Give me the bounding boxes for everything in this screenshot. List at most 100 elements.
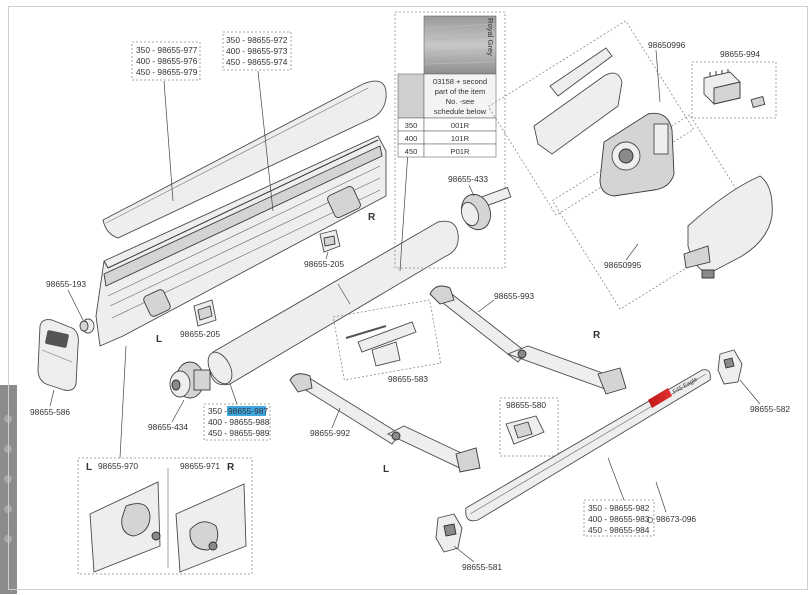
exploded-view-drawing: 350 - 98655-977 400 - 98655-976 450 - 98… [8, 6, 808, 590]
small-parts-box [691, 61, 777, 119]
fabric-header-line-2: part of the item [435, 87, 486, 96]
cover-top-part [533, 47, 623, 155]
rail-400-label: 400 - 98655-983 [588, 514, 650, 524]
cover-bottom-label: 98650995 [604, 260, 642, 270]
drive-spool-part [169, 361, 211, 399]
rail-350-label: 350 - 98655-982 [588, 503, 650, 513]
cover-bottom-leader [625, 243, 639, 261]
end-cap-l-part [89, 481, 161, 573]
cover-top-box [487, 20, 695, 216]
arm-bracket-box [332, 299, 442, 381]
search-highlight [227, 406, 266, 416]
roller-tube-350-code-highlighted[interactable]: 98655-987 [228, 406, 268, 416]
left-end-cap-part [37, 319, 79, 391]
cover-top-label: 98650996 [648, 40, 686, 50]
fabric-color-name: Royal Grey [486, 18, 495, 56]
fabric-table-corner [397, 73, 425, 119]
arm-joint-label: 98655-580 [506, 400, 546, 410]
rail-connector-leader [655, 481, 667, 513]
housing-350-label: 350 - 98655-972 [226, 35, 288, 45]
rail-end-left-leader [453, 545, 475, 563]
end-plug-leader [67, 289, 84, 321]
housing-label-box [222, 31, 292, 71]
fabric-header-line-4: schedule below [434, 107, 487, 116]
left-end-cap-leader [49, 389, 55, 407]
fabric-header-line-3: No. -see [446, 97, 475, 106]
rail-leader [607, 457, 625, 501]
roller-cover-label-box [131, 41, 201, 81]
fabric-header-line-1: 03158 + second [433, 77, 487, 86]
end-cap-r-part [175, 483, 247, 573]
side-marker-l-mid: L [156, 334, 162, 345]
drive-head-leader [468, 184, 475, 197]
arm-left-leader [331, 407, 341, 429]
fabric-row-code: 101R [451, 134, 470, 143]
side-marker-r-top: R [368, 212, 376, 223]
end-cap-group-box [77, 457, 253, 575]
fabric-label-box [394, 11, 506, 269]
rail-connector-label: 98673-096 [656, 514, 696, 524]
side-marker-r-mid: R [593, 330, 601, 341]
small-parts-label: 98655-994 [720, 49, 760, 59]
end-cap-group-r-marker: R [227, 462, 235, 473]
roller-cover-400-label: 400 - 98655-976 [136, 56, 198, 66]
side-marker-l-bottom: L [383, 464, 389, 475]
motor-unit-part [599, 112, 675, 197]
arm-joint-box [499, 397, 559, 457]
drive-spool-leader [171, 399, 185, 423]
rail-end-right-part [717, 349, 743, 385]
rail-end-right-label: 98655-582 [750, 404, 790, 414]
fabric-row-size: 400 [405, 134, 418, 143]
page-border [8, 6, 808, 590]
roller-tube-450-label: 450 - 98655-989 [208, 428, 270, 438]
fabric-row-size: 450 [405, 147, 418, 156]
small-parts-kit-part [703, 69, 766, 108]
front-rail-part [465, 369, 711, 522]
main-housing-part [95, 135, 387, 347]
rail-connector-point [647, 517, 653, 523]
roller-cover-part [102, 80, 387, 239]
roller-tube-350-label: 350 - [208, 406, 227, 416]
fabric-table-rows: 350 001R 400 101R 450 P01R [397, 117, 497, 158]
roller-cover-leader [163, 80, 174, 202]
bracket-r-part [319, 229, 341, 253]
roller-cover-350-label: 350 - 98655-977 [136, 45, 198, 55]
rail-label-box [583, 499, 655, 537]
arm-left-part [289, 373, 481, 473]
fabric-table-header [423, 73, 497, 119]
end-plug-part [79, 318, 95, 334]
housing-400-label: 400 - 98655-973 [226, 46, 288, 56]
rail-end-right-leader [739, 379, 761, 405]
end-cap-r-group-label: 98655-971 [180, 461, 220, 471]
rail-end-left-label: 98655-581 [462, 562, 502, 572]
fabric-swatch-texture [425, 23, 495, 65]
left-end-cap-label: 98655-586 [30, 407, 70, 417]
roller-cover-450-label: 450 - 98655-979 [136, 67, 198, 77]
cover-top-leader [655, 49, 661, 103]
arm-left-label: 98655-992 [310, 428, 350, 438]
rail-brand-badge [648, 388, 672, 408]
cover-bottom-part [683, 175, 773, 279]
drive-spool-label: 98655-434 [148, 422, 188, 432]
bracket-r-label: 98655-205 [304, 259, 344, 269]
bracket-r-leader [325, 251, 329, 260]
roller-tube-part [207, 220, 459, 386]
arm-right-part [429, 285, 627, 395]
end-plug-label: 98655-193 [46, 279, 86, 289]
rail-450-label: 450 - 98655-984 [588, 525, 650, 535]
fabric-row-size: 350 [405, 121, 418, 130]
end-cap-group-leader [119, 345, 127, 459]
arm-right-label: 98655-993 [494, 291, 534, 301]
fabric-row-code: P01R [451, 147, 471, 156]
end-cap-l-group-label: 98655-970 [98, 461, 138, 471]
roller-tube-400-label: 400 - 98655-988 [208, 417, 270, 427]
drive-head-label: 98655-433 [448, 174, 488, 184]
arm-bracket-label: 98655-583 [388, 374, 428, 384]
rail-end-left-part [435, 513, 463, 553]
bracket-l-label: 98655-205 [180, 329, 220, 339]
arm-bracket-part [345, 321, 417, 367]
housing-leader [257, 70, 274, 212]
arm-joint-part [505, 415, 545, 445]
housing-450-label: 450 - 98655-974 [226, 57, 288, 67]
fabric-row-code: 001R [451, 121, 470, 130]
